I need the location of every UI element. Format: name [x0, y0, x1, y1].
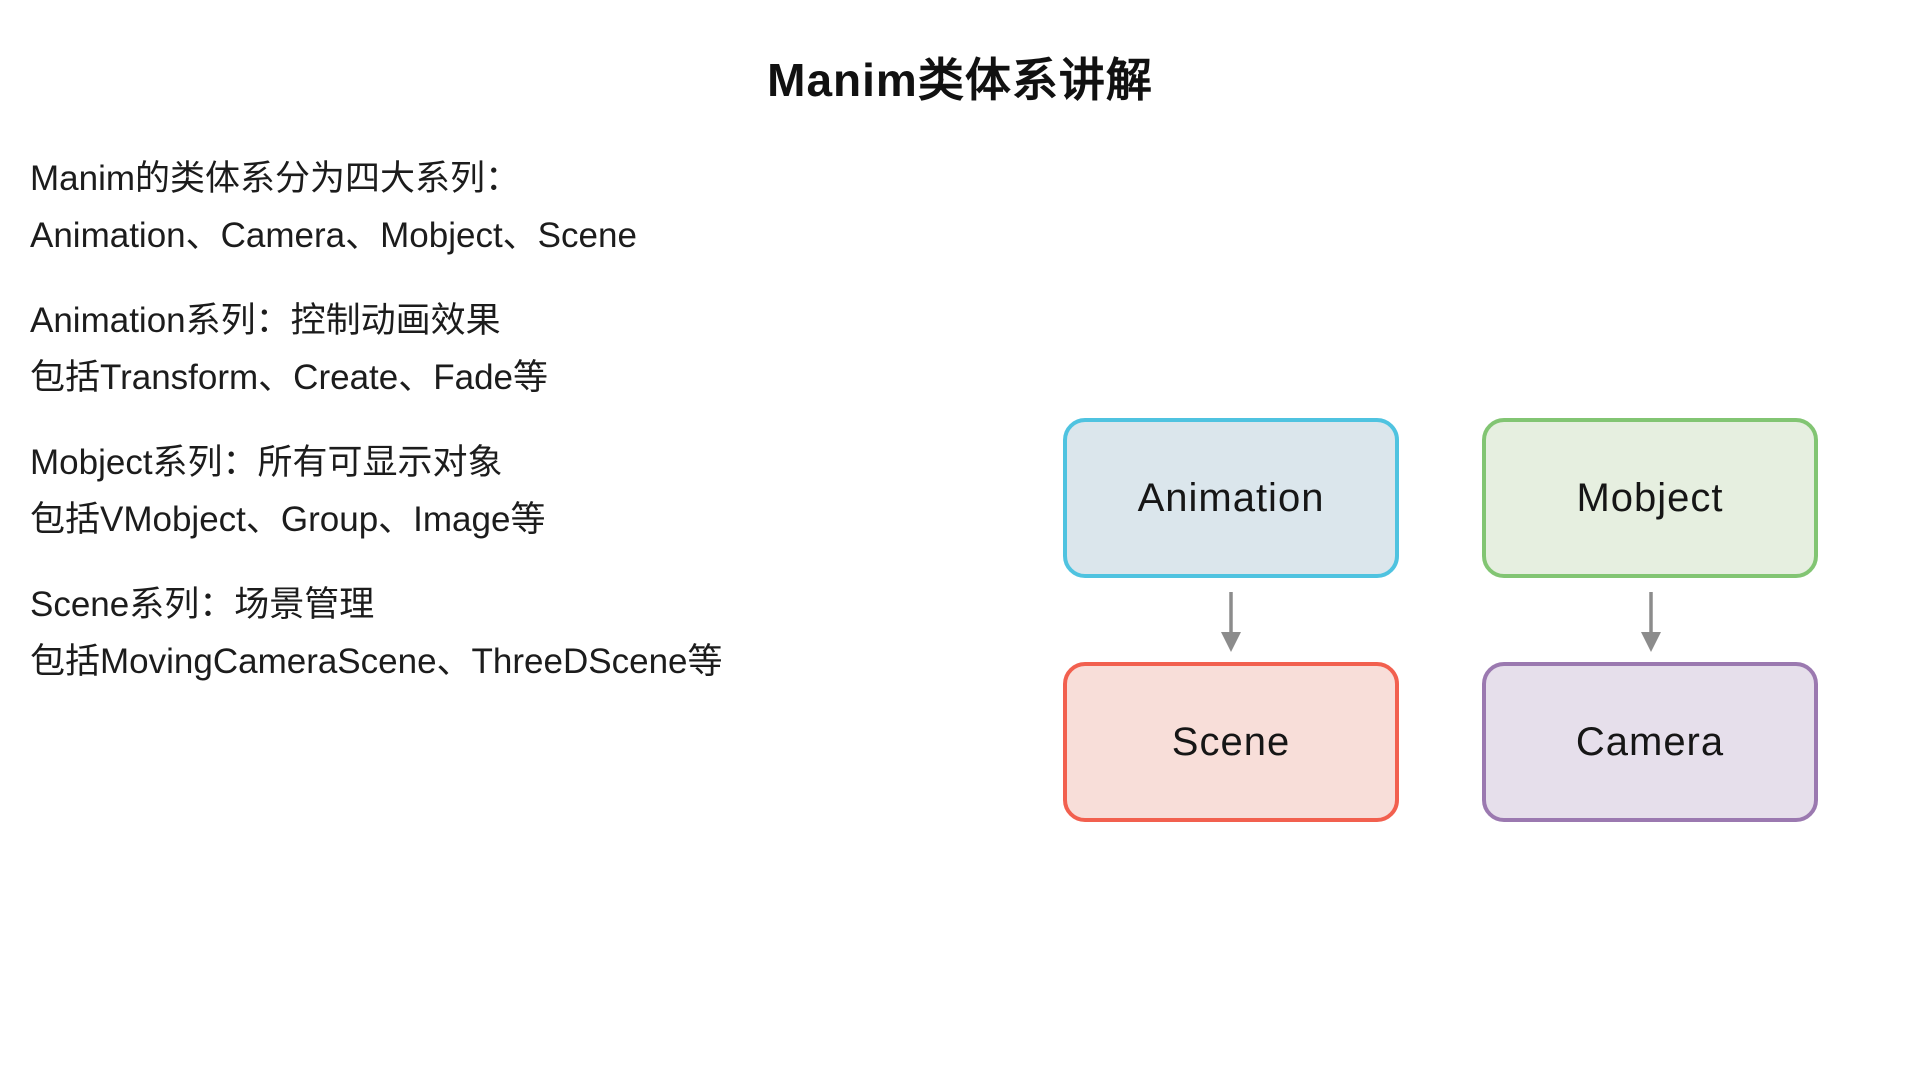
diagram-node-mobject-label: Mobject	[1576, 475, 1724, 520]
section-mobject-detail: 包括VMobject、Group、Image等	[30, 500, 546, 539]
section-animation-detail: 包括Transform、Create、Fade等	[30, 358, 548, 397]
diagram-node-scene: Scene	[1063, 662, 1399, 822]
diagram-node-scene-label: Scene	[1171, 719, 1291, 764]
diagram-node-camera: Camera	[1482, 662, 1818, 822]
diagram-node-camera-label: Camera	[1575, 719, 1725, 764]
section-animation-heading: Animation系列：控制动画效果	[30, 301, 501, 340]
diagram-node-animation-label: Animation	[1137, 475, 1325, 520]
page-title: Manim类体系讲解	[767, 54, 1153, 106]
diagram-node-animation: Animation	[1063, 418, 1399, 578]
intro-line-2: Animation、Camera、Mobject、Scene	[30, 216, 637, 255]
section-scene: Scene系列：场景管理 包括MovingCameraScene、ThreeDS…	[30, 576, 990, 690]
arrow-down-icon	[1641, 592, 1661, 652]
arrow-down-icon	[1221, 592, 1241, 652]
section-mobject-heading: Mobject系列：所有可显示对象	[30, 443, 503, 482]
intro-paragraph: Manim的类体系分为四大系列： Animation、Camera、Mobjec…	[30, 150, 990, 264]
section-scene-detail: 包括MovingCameraScene、ThreeDScene等	[30, 642, 723, 681]
section-animation: Animation系列：控制动画效果 包括Transform、Create、Fa…	[30, 292, 990, 406]
section-mobject: Mobject系列：所有可显示对象 包括VMobject、Group、Image…	[30, 434, 990, 548]
diagram-node-mobject: Mobject	[1482, 418, 1818, 578]
intro-line-1: Manim的类体系分为四大系列：	[30, 159, 521, 198]
section-scene-heading: Scene系列：场景管理	[30, 585, 375, 624]
notes-block: Manim的类体系分为四大系列： Animation、Camera、Mobjec…	[30, 150, 990, 718]
